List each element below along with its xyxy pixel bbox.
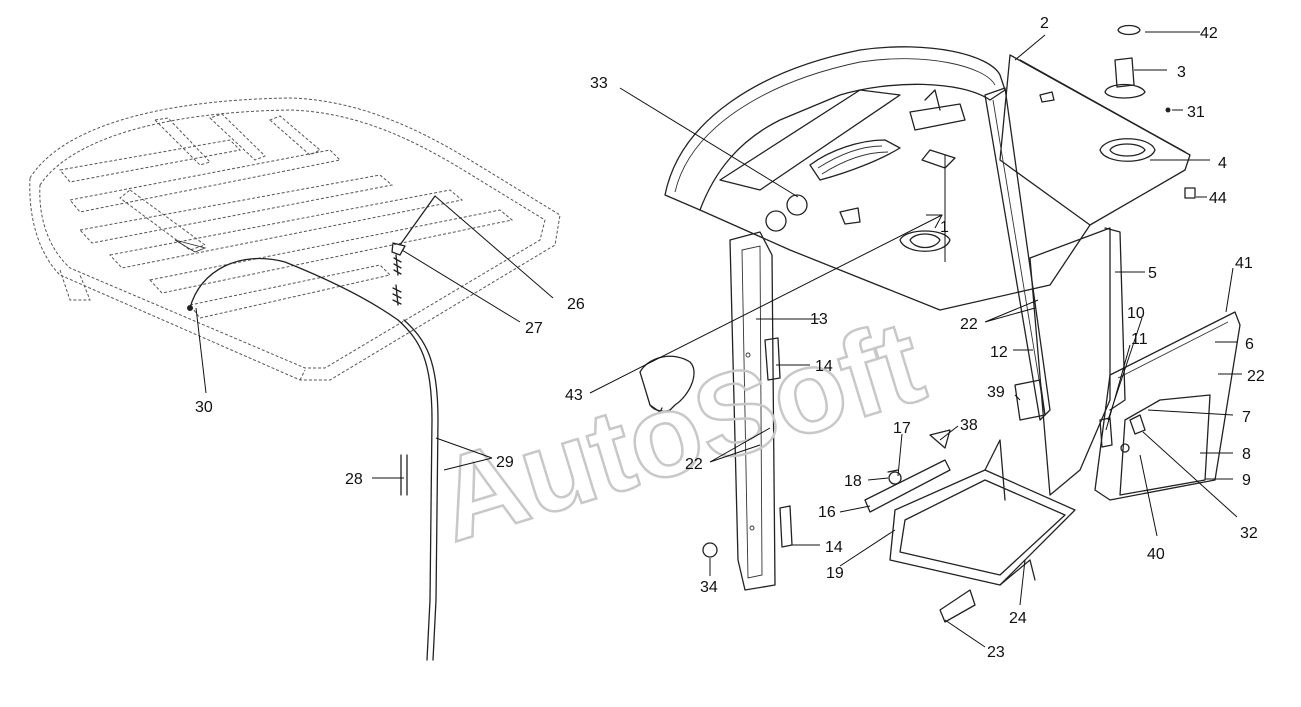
callout-42: 42 [1200, 25, 1218, 42]
callout-7: 7 [1242, 409, 1251, 426]
callout-28: 28 [345, 471, 363, 488]
callout-30: 30 [195, 399, 213, 416]
callout-labels: 1 2 3 4 5 6 7 8 9 10 11 12 13 14 14 16 1… [195, 15, 1265, 661]
callout-14-lower: 14 [825, 539, 843, 556]
callout-11: 11 [1131, 331, 1148, 348]
callout-33: 33 [590, 75, 608, 92]
watermark-text: AutoSoft [422, 295, 937, 567]
callout-32: 32 [1240, 525, 1258, 542]
callout-9: 9 [1242, 472, 1251, 489]
callout-40: 40 [1147, 546, 1165, 563]
callout-34: 34 [700, 579, 718, 596]
callout-4: 4 [1218, 155, 1227, 172]
roof-panel-right [999, 24, 1196, 226]
callout-26: 26 [567, 296, 585, 313]
callout-1: 1 [940, 219, 949, 236]
cable-clip [400, 454, 408, 496]
callout-31: 31 [1187, 104, 1205, 121]
callout-13: 13 [810, 311, 828, 328]
rear-panel [1094, 311, 1241, 501]
floor-box [889, 379, 1076, 623]
callout-27: 27 [525, 320, 543, 337]
seat-handle [639, 355, 695, 413]
callout-24: 24 [1009, 610, 1027, 627]
grommet-34 [702, 542, 718, 558]
callout-43: 43 [565, 387, 583, 404]
door-sill-plate [864, 429, 951, 513]
antenna-assembly [391, 195, 436, 306]
b-pillar [984, 87, 1126, 496]
callout-17: 17 [893, 420, 911, 437]
callout-2: 2 [1040, 15, 1049, 32]
callout-22-rear: 22 [1247, 368, 1265, 385]
callout-19: 19 [826, 565, 844, 582]
callout-22-pillar: 22 [685, 456, 703, 473]
callout-12: 12 [990, 344, 1008, 361]
callout-10: 10 [1127, 305, 1145, 322]
callout-16: 16 [818, 504, 836, 521]
callout-5: 5 [1148, 265, 1157, 282]
callout-29: 29 [496, 454, 514, 471]
callout-22-bpillar: 22 [960, 316, 978, 333]
roof-panel [29, 97, 561, 381]
callout-39: 39 [987, 384, 1005, 401]
headliner [664, 46, 1091, 311]
antenna-cable [187, 257, 439, 661]
callout-38: 38 [960, 417, 978, 434]
callout-6: 6 [1245, 336, 1254, 353]
callout-3: 3 [1177, 64, 1186, 81]
leader-lines [195, 31, 1242, 648]
callout-18: 18 [844, 473, 862, 490]
callout-44: 44 [1209, 190, 1227, 207]
callout-14-upper: 14 [815, 358, 833, 375]
callout-8: 8 [1242, 446, 1251, 463]
callout-41: 41 [1235, 255, 1253, 272]
callout-23: 23 [987, 644, 1005, 661]
